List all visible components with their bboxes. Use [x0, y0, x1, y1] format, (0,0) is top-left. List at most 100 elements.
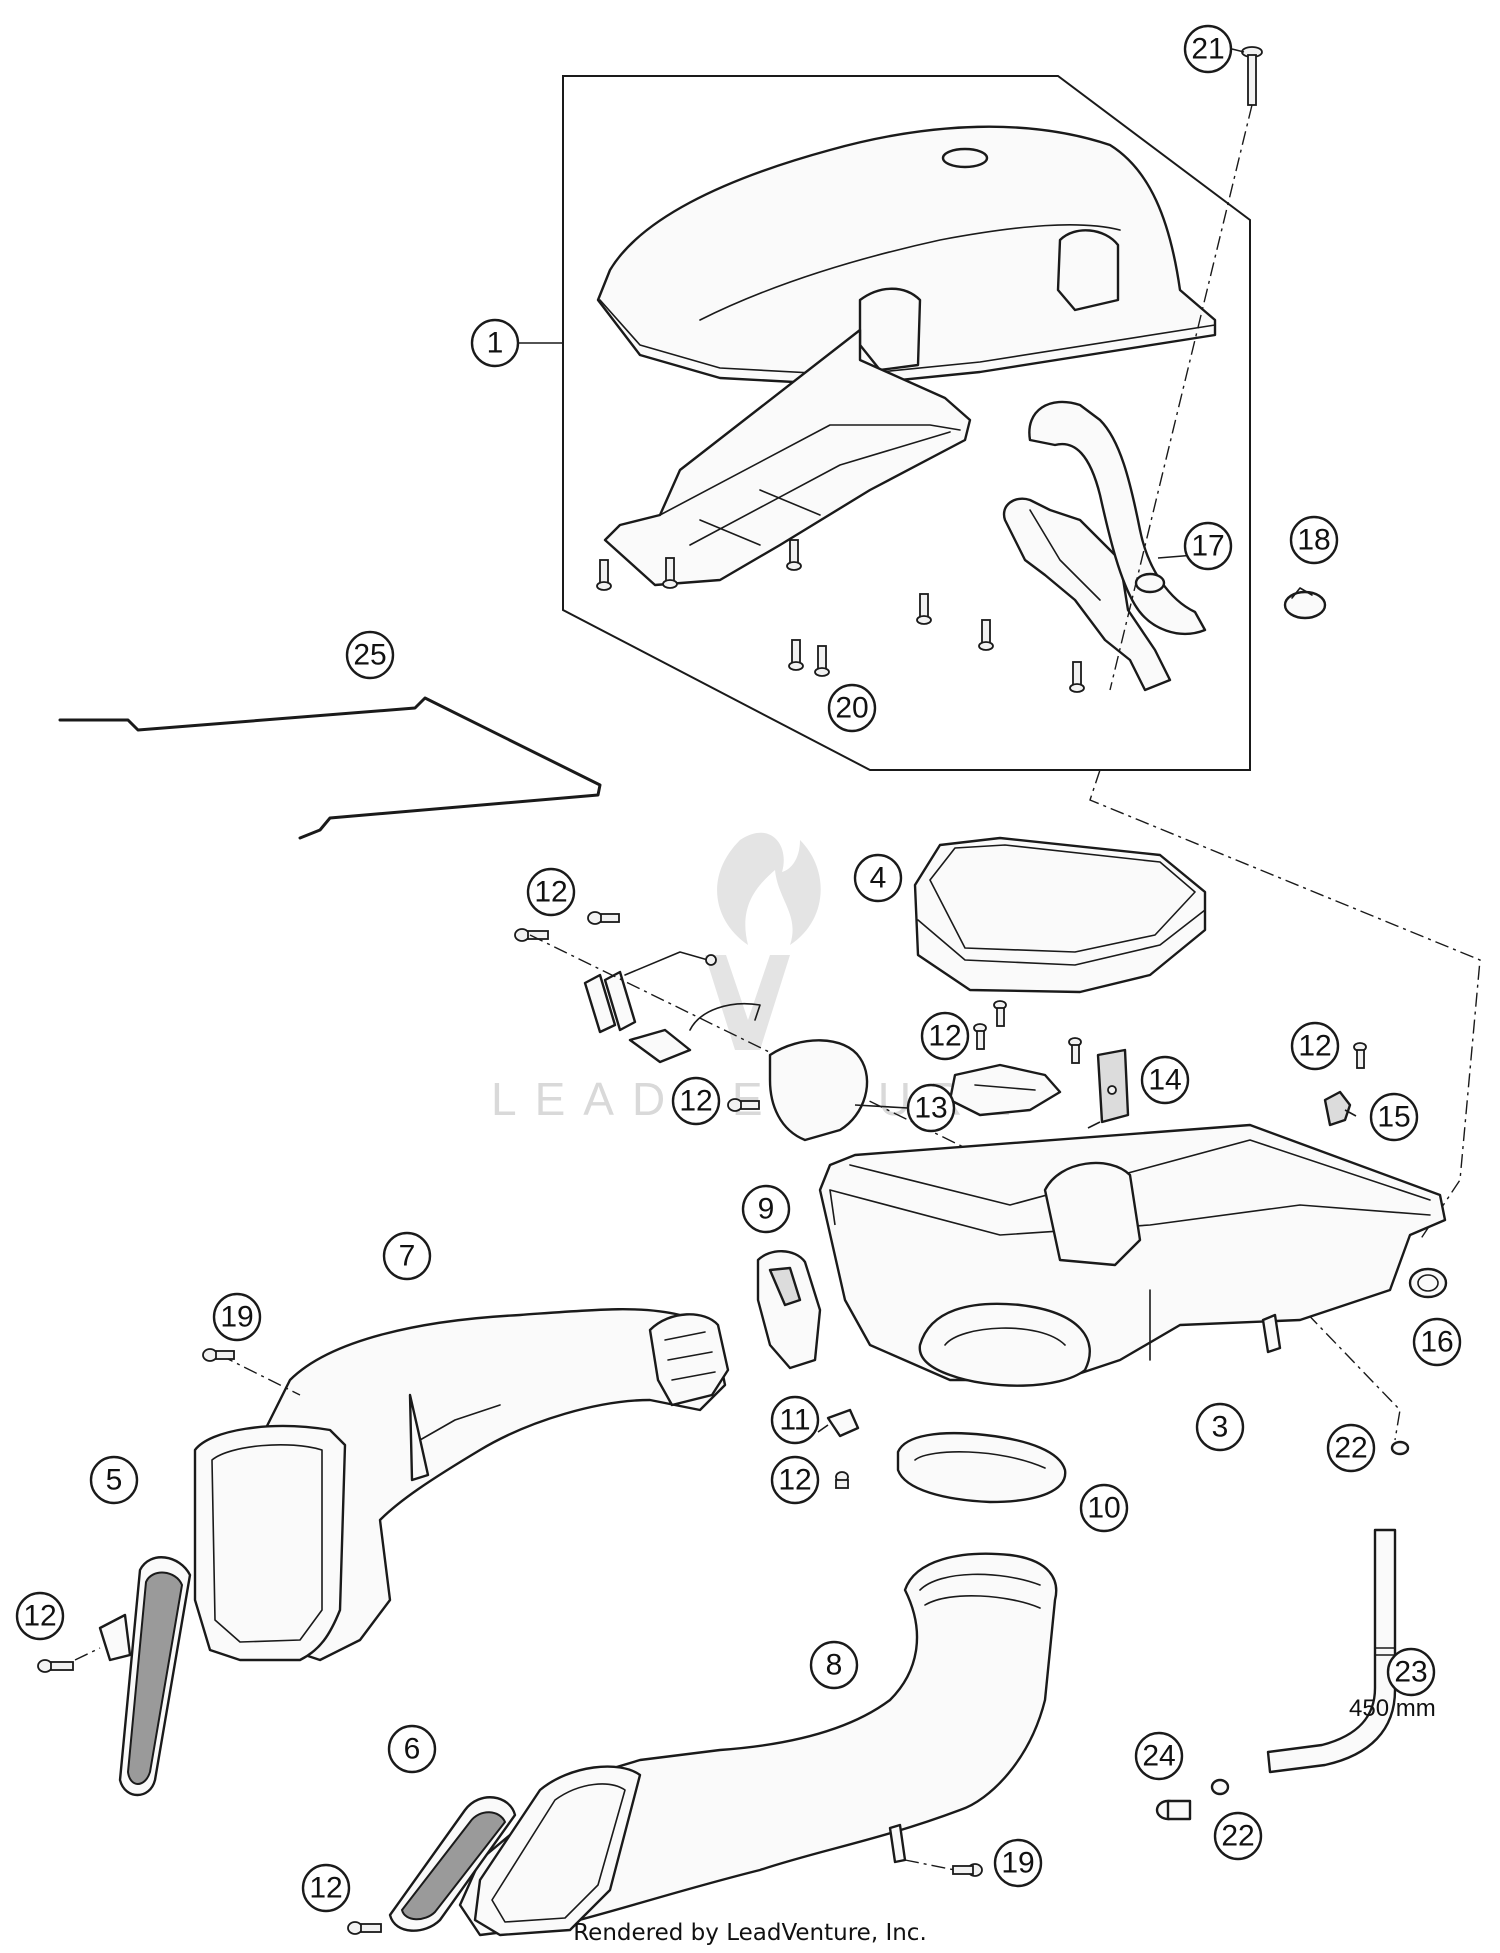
- callout-label: 17: [1191, 530, 1224, 563]
- screws-12-upper: [514, 911, 1367, 1112]
- callout-19: 19: [993, 1838, 1043, 1888]
- airbox-cover: [596, 125, 1217, 387]
- callout-label: 19: [1001, 1847, 1034, 1880]
- intake-duct-upper: [193, 1308, 730, 1662]
- callout-label: 12: [309, 1872, 342, 1905]
- callout-label: 12: [679, 1085, 712, 1118]
- callout-23: 23: [1386, 1647, 1436, 1697]
- grille-5: [98, 1556, 192, 1797]
- callout-19: 19: [212, 1292, 262, 1342]
- callout-24: 24: [1134, 1731, 1184, 1781]
- callout-label: 16: [1420, 1326, 1453, 1359]
- callout-17: 17: [1183, 521, 1233, 571]
- callout-5: 5: [89, 1455, 139, 1505]
- rod-25: [58, 696, 602, 840]
- callout-label: 4: [870, 862, 887, 895]
- intake-duct-lower: [458, 1552, 1058, 1937]
- callout-3: 3: [1195, 1402, 1245, 1452]
- axis-line-19: [219, 1354, 301, 1396]
- screw-12-grille6: [347, 1921, 382, 1935]
- axis-line-right: [1089, 769, 1481, 1241]
- callout-12: 12: [15, 1591, 65, 1641]
- callout-10: 10: [1079, 1483, 1129, 1533]
- screws-20: [596, 539, 1085, 693]
- screw-12-grille5: [37, 1659, 74, 1673]
- intake-guide-plate: [603, 328, 972, 587]
- callout-label: 12: [23, 1600, 56, 1633]
- callout-7: 7: [382, 1231, 432, 1281]
- callout-label: 12: [778, 1464, 811, 1497]
- callout-9: 9: [741, 1184, 791, 1234]
- callout-label: 13: [914, 1092, 947, 1125]
- callout-label: 10: [1087, 1492, 1120, 1525]
- callout-label: 19: [220, 1301, 253, 1334]
- breather-hose: [1028, 400, 1207, 635]
- callout-label: 20: [835, 692, 868, 725]
- callout-12: 12: [1290, 1021, 1340, 1071]
- callout-label: 14: [1148, 1064, 1181, 1097]
- screw-19-upper: [202, 1348, 235, 1362]
- callout-25: 25: [345, 630, 395, 680]
- cover-plate-13: [768, 1039, 1062, 1142]
- assembly-frame: [562, 75, 1251, 771]
- callout-label: 6: [404, 1733, 421, 1766]
- axis-line-21: [1109, 104, 1253, 691]
- hose-clamp-18: [1283, 587, 1327, 620]
- callout-label: 3: [1212, 1411, 1229, 1444]
- callout-4: 4: [853, 853, 903, 903]
- callout-21: 21: [1183, 24, 1233, 74]
- callout-label: 23: [1394, 1656, 1427, 1689]
- clip-15: [1323, 1090, 1352, 1127]
- callout-label: 12: [1298, 1030, 1331, 1063]
- air-filter: [913, 836, 1207, 994]
- callout-12: 12: [920, 1011, 970, 1061]
- callout-1: 1: [470, 318, 520, 368]
- callout-label: 8: [826, 1649, 843, 1682]
- callout-label: 12: [534, 876, 567, 909]
- flap-9: [756, 1250, 822, 1370]
- callout-label: 25: [353, 639, 386, 672]
- callout-11: 11: [770, 1395, 820, 1445]
- screw-12-mid: [835, 1471, 849, 1489]
- callout-label: 15: [1377, 1101, 1410, 1134]
- callout-15: 15: [1369, 1092, 1419, 1142]
- screw-19-lower: [952, 1863, 983, 1877]
- callout-label: 9: [758, 1193, 775, 1226]
- hose-length-note: 450 mm: [1349, 1695, 1436, 1722]
- callout-label: 5: [106, 1464, 123, 1497]
- clamp-22-upper: [1390, 1440, 1410, 1456]
- callout-label: 24: [1142, 1740, 1175, 1773]
- flap-linkage: [583, 951, 761, 1064]
- clip-11: [826, 1408, 860, 1438]
- sensor-14: [1096, 1048, 1130, 1124]
- plug-24: [1155, 1799, 1192, 1821]
- clamp-22-lower: [1210, 1778, 1230, 1796]
- callout-12: 12: [526, 867, 576, 917]
- screw-21: [1241, 46, 1263, 106]
- callout-18: 18: [1289, 515, 1339, 565]
- callout-12: 12: [671, 1076, 721, 1126]
- axis-line-drain: [1269, 1274, 1401, 1441]
- callout-20: 20: [827, 683, 877, 733]
- callout-12: 12: [301, 1863, 351, 1913]
- callout-label: 22: [1221, 1820, 1254, 1853]
- render-credit: Rendered by LeadVenture, Inc.: [573, 1920, 927, 1946]
- callout-16: 16: [1412, 1317, 1462, 1367]
- axis-line-grille5: [74, 1647, 101, 1661]
- callout-label: 22: [1334, 1432, 1367, 1465]
- grille-6: [388, 1796, 517, 1932]
- callout-label: 7: [399, 1240, 416, 1273]
- grommet-16: [1408, 1267, 1448, 1299]
- callout-13: 13: [906, 1083, 956, 1133]
- callout-14: 14: [1140, 1055, 1190, 1105]
- leader-lines: [518, 48, 1357, 1433]
- airbox-housing: [818, 1123, 1447, 1387]
- callout-label: 21: [1191, 33, 1224, 66]
- callout-22: 22: [1326, 1423, 1376, 1473]
- callout-label: 1: [487, 327, 504, 360]
- breather-bracket: [1002, 497, 1172, 692]
- callout-12: 12: [770, 1455, 820, 1505]
- callout-6: 6: [387, 1724, 437, 1774]
- callout-8: 8: [809, 1640, 859, 1690]
